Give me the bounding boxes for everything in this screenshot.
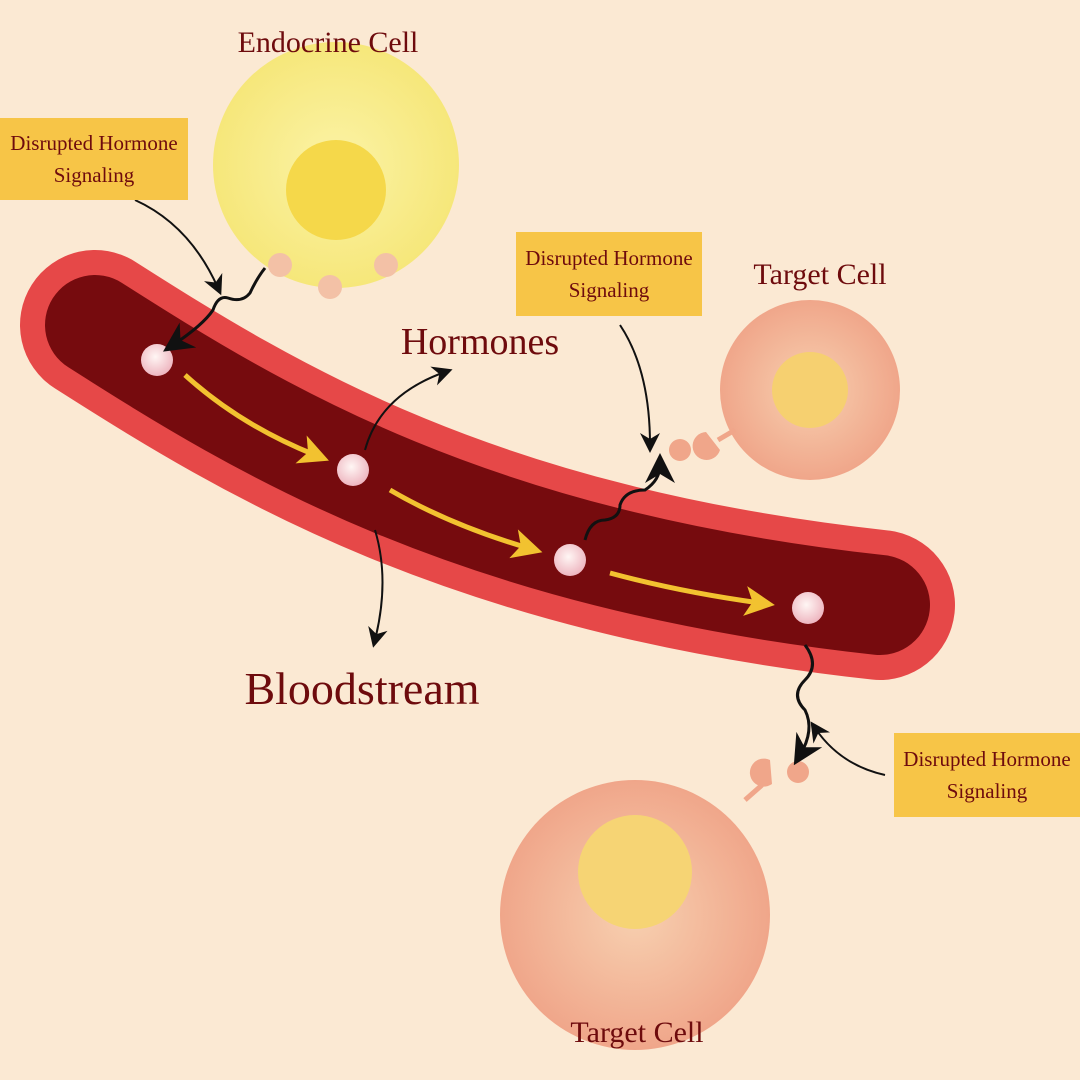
hormone-particles bbox=[141, 344, 824, 624]
callout-line2: Signaling bbox=[53, 163, 135, 187]
callout-line1: Disrupted Hormone bbox=[525, 246, 693, 270]
target-cell-top-label: Target Cell bbox=[753, 258, 887, 291]
target-cell-top bbox=[669, 300, 900, 480]
hormone-bound bbox=[669, 439, 691, 461]
endocrine-cell bbox=[213, 42, 459, 299]
receptor bbox=[749, 758, 772, 787]
callout-line2: Signaling bbox=[568, 278, 650, 302]
callout-line1: Disrupted Hormone bbox=[903, 747, 1071, 771]
flow-arrows bbox=[183, 373, 775, 616]
vesicle bbox=[374, 253, 398, 277]
target-cell-bottom-label: Target Cell bbox=[570, 1016, 704, 1049]
target-cell-bottom bbox=[500, 758, 809, 1050]
callout-disrupted-signaling-1: Disrupted Hormone Signaling bbox=[0, 118, 188, 200]
hormone-bound bbox=[787, 761, 809, 783]
blood-vessel bbox=[20, 250, 955, 680]
callout-line2: Signaling bbox=[946, 779, 1028, 803]
callout-disrupted-signaling-3: Disrupted Hormone Signaling bbox=[894, 733, 1080, 817]
vesicle bbox=[268, 253, 292, 277]
annotation-arrows bbox=[134, 199, 886, 776]
vesicle bbox=[318, 275, 342, 299]
endocrine-cell-label: Endocrine Cell bbox=[237, 26, 419, 59]
bloodstream-label: Bloodstream bbox=[244, 663, 480, 714]
hormones-label: Hormones bbox=[400, 321, 560, 363]
callout-disrupted-signaling-2: Disrupted Hormone Signaling bbox=[516, 232, 702, 316]
receptor bbox=[692, 432, 720, 460]
callout-line1: Disrupted Hormone bbox=[10, 131, 178, 155]
